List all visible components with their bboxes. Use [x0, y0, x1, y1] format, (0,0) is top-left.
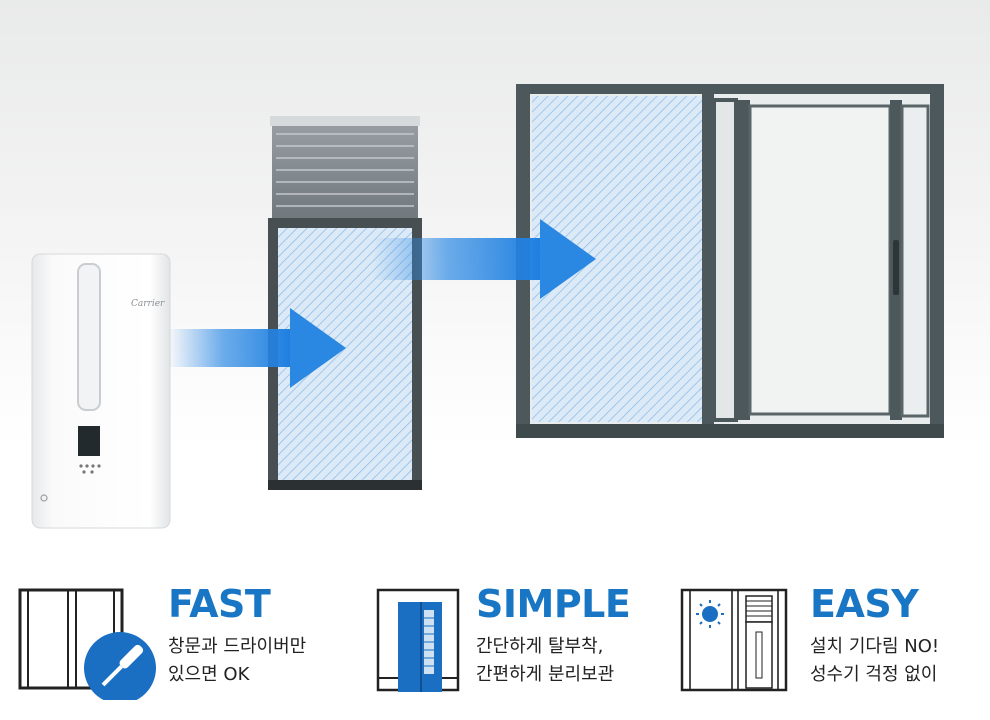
carrier-logo: Carrier — [131, 299, 165, 309]
feature-desc-line1: 창문과 드라이버만 — [168, 636, 307, 657]
feature-desc-line2: 간편하게 분리보관 — [476, 664, 615, 685]
window-mounted-unit — [268, 116, 422, 490]
sun-window-unit-icon — [680, 588, 788, 692]
airflow-arrow-2 — [372, 219, 596, 299]
sliding-window — [516, 84, 944, 438]
carrier-ac-unit: Carrier — [31, 253, 171, 529]
feature-desc-line1: 설치 기다림 NO! — [810, 636, 940, 657]
feature-desc-line2: 성수기 걱정 없이 — [810, 664, 938, 685]
panel-storage-icon — [376, 588, 460, 692]
feature-title: EASY — [810, 582, 919, 626]
installation-illustration: Carrier — [31, 84, 944, 529]
power-icon — [40, 494, 48, 502]
feature-desc-line1: 간단하게 탈부착, — [476, 636, 604, 657]
window-screwdriver-icon — [18, 588, 156, 700]
feature-title: FAST — [168, 582, 271, 626]
window-handle — [893, 240, 899, 295]
feature-desc-line2: 있으면 OK — [168, 664, 250, 685]
feature-title: SIMPLE — [476, 582, 631, 626]
airflow-arrow-1 — [168, 308, 346, 388]
